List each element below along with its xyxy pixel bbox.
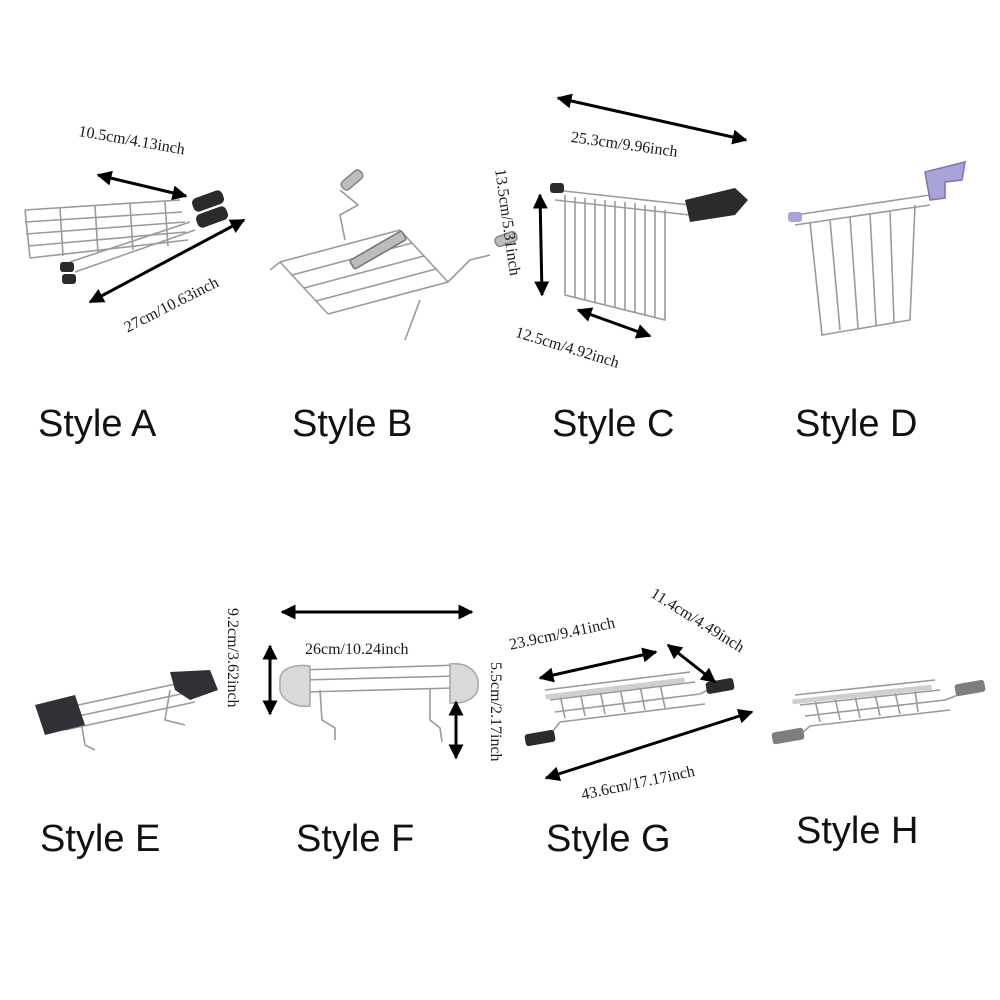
dim-arrow-c-1 [556, 93, 748, 145]
rack-style-b [269, 169, 518, 341]
dim-arrow-g-1 [666, 643, 717, 684]
rack-style-e [35, 670, 218, 751]
style-h-label: Style H [796, 810, 919, 852]
rack-style-h [771, 679, 986, 745]
rack-style-d [788, 160, 966, 336]
style-c-label: Style C [552, 403, 675, 445]
style-d-label: Style D [795, 403, 918, 445]
dim-arrow-g-3 [544, 708, 754, 782]
dim-arrow-g-2 [538, 647, 658, 683]
style-a-label: Style A [38, 403, 157, 445]
style-g-label: Style G [546, 818, 671, 860]
dim-label-f-1: 9.2cm/3.62inch [224, 608, 241, 708]
rack-style-f [279, 663, 479, 743]
style-e-label: Style E [40, 818, 161, 860]
style-f-label: Style F [296, 818, 415, 860]
rack-style-c [550, 183, 748, 322]
dim-label-f-2: 26cm/10.24inch [305, 641, 409, 658]
dim-arrow-c-2 [532, 193, 550, 297]
dim-label-f-3: 5.5cm/2.17inch [487, 662, 504, 762]
rack-style-g [524, 671, 735, 747]
style-b-label: Style B [292, 403, 413, 445]
dim-arrow-c-3 [576, 307, 652, 339]
dim-arrow-a-2 [88, 218, 246, 304]
rack-style-a [24, 190, 229, 284]
dim-arrow-a-1 [96, 170, 188, 201]
